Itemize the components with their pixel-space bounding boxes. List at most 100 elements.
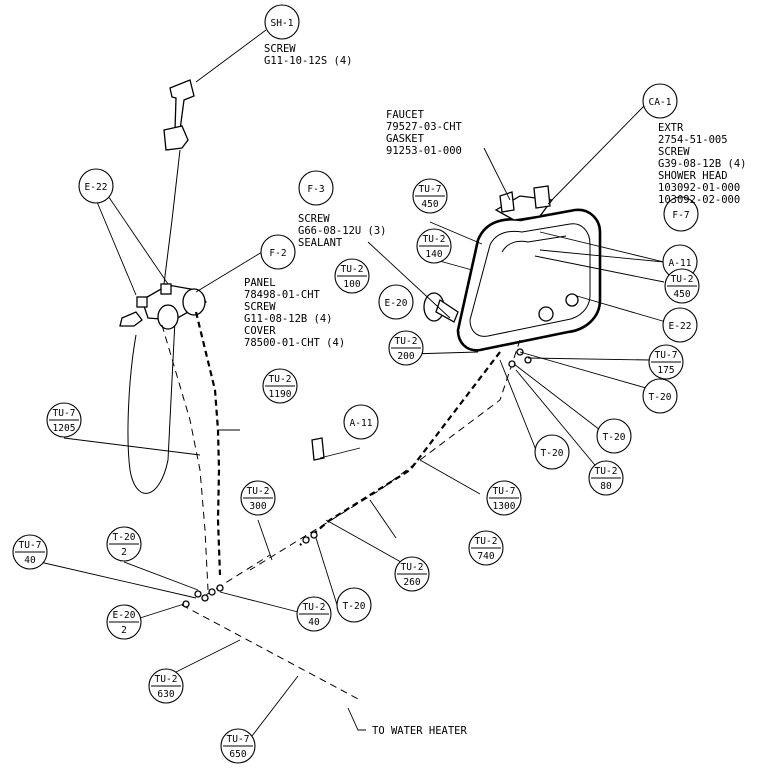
bubble-e-20-2: E-20 2 <box>106 604 142 640</box>
shower-head-part <box>161 79 195 301</box>
svg-text:103092-01-000: 103092-01-000 <box>658 182 740 194</box>
svg-text:740: 740 <box>477 551 494 562</box>
bubble-tu-2-300: TU-2 300 <box>240 480 276 516</box>
svg-text:COVER: COVER <box>244 325 276 337</box>
bubble-tu-2-80: TU-2 80 <box>588 460 624 496</box>
svg-text:TU-2: TU-2 <box>155 674 178 685</box>
svg-text:2754-51-005: 2754-51-005 <box>658 134 728 146</box>
svg-text:78498-01-CHT: 78498-01-CHT <box>244 289 321 301</box>
svg-text:80: 80 <box>600 481 612 492</box>
svg-text:F-2: F-2 <box>269 248 286 259</box>
bubble-a-11-mid: A-11 <box>343 404 379 440</box>
svg-text:40: 40 <box>24 555 36 566</box>
svg-text:1300: 1300 <box>493 501 516 512</box>
bubble-e-22-left: E-22 <box>78 168 114 204</box>
svg-text:E-22: E-22 <box>669 321 692 332</box>
bubble-t-20-mid: T-20 <box>336 587 372 623</box>
svg-text:103092-02-000: 103092-02-000 <box>658 194 740 206</box>
svg-text:91253-01-000: 91253-01-000 <box>386 145 462 157</box>
bubble-t-20-r2: T-20 <box>596 418 632 454</box>
e20-fitting <box>423 292 459 323</box>
bubble-tu-2-450: TU-2 450 <box>664 268 700 304</box>
svg-text:100: 100 <box>343 279 360 290</box>
bubble-tu-2-200: TU-2 200 <box>388 330 424 366</box>
svg-text:140: 140 <box>425 249 442 260</box>
bubble-e-22-right: E-22 <box>662 307 698 343</box>
svg-text:78500-01-CHT (4): 78500-01-CHT (4) <box>244 337 345 349</box>
tank-part <box>456 185 602 352</box>
svg-text:TU-7: TU-7 <box>493 486 516 497</box>
piping-right <box>181 339 521 701</box>
svg-text:40: 40 <box>308 617 320 628</box>
svg-text:260: 260 <box>403 577 420 588</box>
bubble-tu-7-175: TU-7 175 <box>648 344 684 380</box>
svg-text:2: 2 <box>121 625 127 636</box>
svg-text:TU-7: TU-7 <box>419 184 442 195</box>
svg-text:G66-08-12U (3): G66-08-12U (3) <box>298 225 387 237</box>
svg-text:TU-7: TU-7 <box>227 734 250 745</box>
svg-text:SCREW: SCREW <box>658 146 690 158</box>
svg-text:G11-08-12B (4): G11-08-12B (4) <box>244 313 333 325</box>
svg-text:GASKET: GASKET <box>386 133 425 145</box>
svg-text:SEALANT: SEALANT <box>298 237 343 249</box>
bubble-f-7: F-7 <box>663 196 699 232</box>
svg-text:G11-10-12S (4): G11-10-12S (4) <box>264 55 353 67</box>
svg-text:A-11: A-11 <box>350 418 373 429</box>
svg-text:SCREW: SCREW <box>298 213 330 225</box>
svg-text:TU-7: TU-7 <box>655 350 678 361</box>
svg-text:SCREW: SCREW <box>264 43 296 55</box>
label-screw-sh: SCREW G11-10-12S (4) <box>264 43 353 67</box>
label-extr: EXTR 2754-51-005 SCREW G39-08-12B (4) SH… <box>658 122 747 206</box>
bubble-tu-7-1300: TU-7 1300 <box>486 480 522 516</box>
svg-text:650: 650 <box>229 749 246 760</box>
svg-text:300: 300 <box>249 501 266 512</box>
bubble-f-2: F-2 <box>260 234 296 270</box>
bubble-f-3: F-3 <box>298 170 334 206</box>
bubble-tu-2-100: TU-2 100 <box>334 258 370 294</box>
bubble-sh-1: SH-1 <box>264 4 300 40</box>
bubble-e-20-mid: E-20 <box>378 284 414 320</box>
svg-text:E-20: E-20 <box>385 298 408 309</box>
svg-text:1190: 1190 <box>269 389 292 400</box>
svg-text:TU-2: TU-2 <box>269 374 292 385</box>
bubble-tu-2-1190: TU-2 1190 <box>262 368 298 404</box>
svg-text:A-11: A-11 <box>669 258 692 269</box>
svg-text:450: 450 <box>673 289 690 300</box>
svg-text:T-20: T-20 <box>603 432 626 443</box>
svg-text:CA-1: CA-1 <box>649 97 672 108</box>
svg-text:175: 175 <box>657 365 674 376</box>
svg-text:T-20: T-20 <box>113 532 136 543</box>
svg-text:TU-2: TU-2 <box>341 264 364 275</box>
svg-text:FAUCET: FAUCET <box>386 109 425 121</box>
svg-text:T-20: T-20 <box>649 392 672 403</box>
svg-text:TU-2: TU-2 <box>595 466 618 477</box>
bubble-tu-7-650: TU-7 650 <box>220 728 256 764</box>
svg-text:TO WATER HEATER: TO WATER HEATER <box>372 725 468 737</box>
svg-text:TU-2: TU-2 <box>671 274 694 285</box>
svg-text:TU-2: TU-2 <box>395 336 418 347</box>
svg-text:SHOWER HEAD: SHOWER HEAD <box>658 170 728 182</box>
svg-text:F-7: F-7 <box>672 210 689 221</box>
bubble-t-20-r1: T-20 <box>642 378 678 414</box>
svg-text:TU-2: TU-2 <box>247 486 270 497</box>
faucet-panel-part <box>136 283 207 330</box>
svg-text:79527-03-CHT: 79527-03-CHT <box>386 121 463 133</box>
bubble-tu-2-40: TU-240 <box>296 596 332 632</box>
shower-hose <box>119 299 177 494</box>
svg-text:200: 200 <box>397 351 414 362</box>
svg-text:F-3: F-3 <box>307 184 324 195</box>
svg-text:E-20: E-20 <box>113 610 136 621</box>
fittings-cluster <box>182 348 532 608</box>
svg-text:PANEL: PANEL <box>244 277 276 289</box>
bubble-ca-1: CA-1 <box>642 83 678 119</box>
svg-text:EXTR: EXTR <box>658 122 684 134</box>
svg-text:1205: 1205 <box>53 423 76 434</box>
